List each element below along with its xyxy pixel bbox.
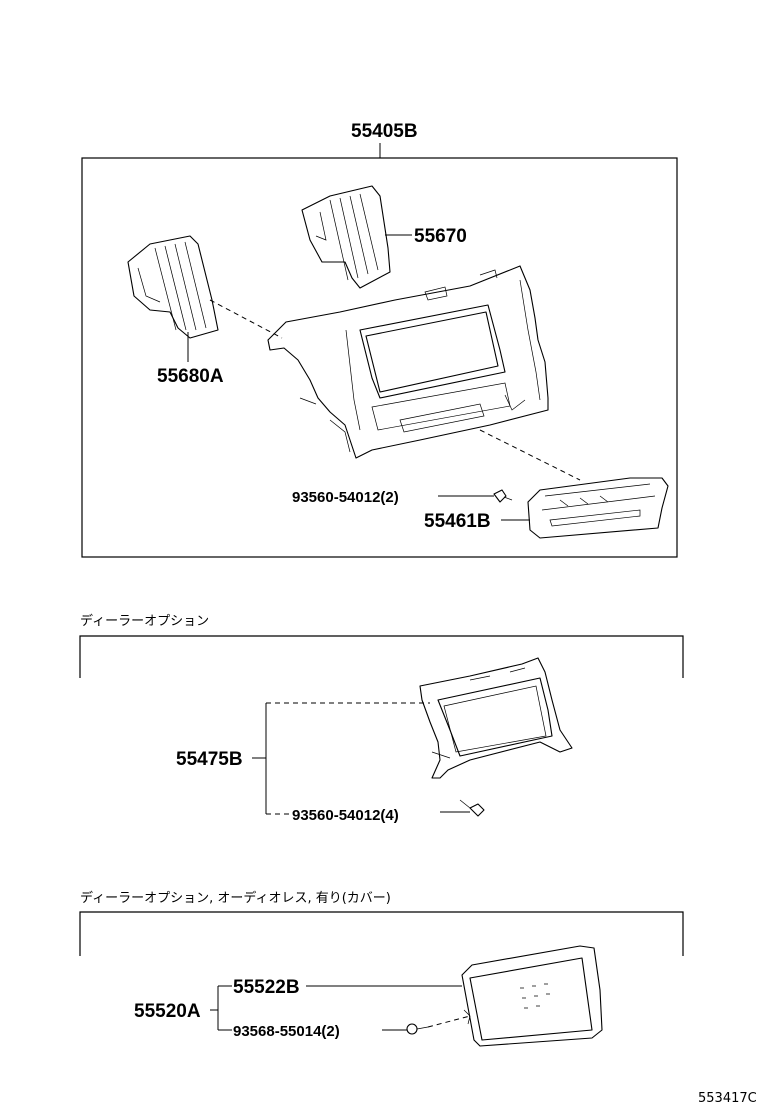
screw-icon (406, 1023, 429, 1035)
section-dealer-option-audioless: ディーラーオプション, オーディオレス, 有り(カバー) 55520A 5552… (79, 890, 684, 1047)
part-label-55522b[interactable]: 55522B (233, 977, 300, 998)
lower-panel-illustration (527, 477, 669, 539)
screw-icon (493, 489, 513, 503)
part-label-screw-3[interactable]: 93568-55014(2) (233, 1023, 340, 1040)
section-caption-dealer-option: ディーラーオプション (80, 613, 209, 629)
assembly-label-55405b[interactable]: 55405B (351, 121, 418, 142)
part-label-55461b[interactable]: 55461B (424, 511, 491, 532)
section-bracket-2 (79, 635, 684, 678)
section-top: 55405B 55670 (81, 121, 678, 558)
figure-number: 553417C (698, 1091, 757, 1106)
bezel-illustration-55475b (419, 657, 573, 779)
part-label-screw-2[interactable]: 93560-54012(4) (292, 807, 399, 824)
part-label-screw-top[interactable]: 93560-54012(2) (292, 489, 399, 506)
part-label-55520a[interactable]: 55520A (134, 1001, 201, 1022)
assembly-frame (81, 157, 678, 558)
vent-left-illustration (127, 235, 219, 339)
section-caption-audioless: ディーラーオプション, オーディオレス, 有り(カバー) (80, 890, 391, 906)
screw-icon (459, 799, 485, 817)
dashed-leader-vent-left (209, 299, 283, 339)
section-dealer-option: ディーラーオプション 55475B 93560-54012(4) (79, 613, 684, 824)
part-label-55670[interactable]: 55670 (414, 226, 467, 247)
vent-right-illustration (301, 185, 391, 289)
part-label-55475b[interactable]: 55475B (176, 749, 243, 770)
section-bracket-3 (79, 911, 684, 956)
center-bezel-illustration (267, 265, 549, 459)
dashed-leader-lower-panel (479, 429, 581, 481)
part-label-55680a[interactable]: 55680A (157, 366, 224, 387)
dashed-leader-screw-3 (427, 1015, 471, 1028)
cover-illustration-55522b (461, 945, 603, 1047)
